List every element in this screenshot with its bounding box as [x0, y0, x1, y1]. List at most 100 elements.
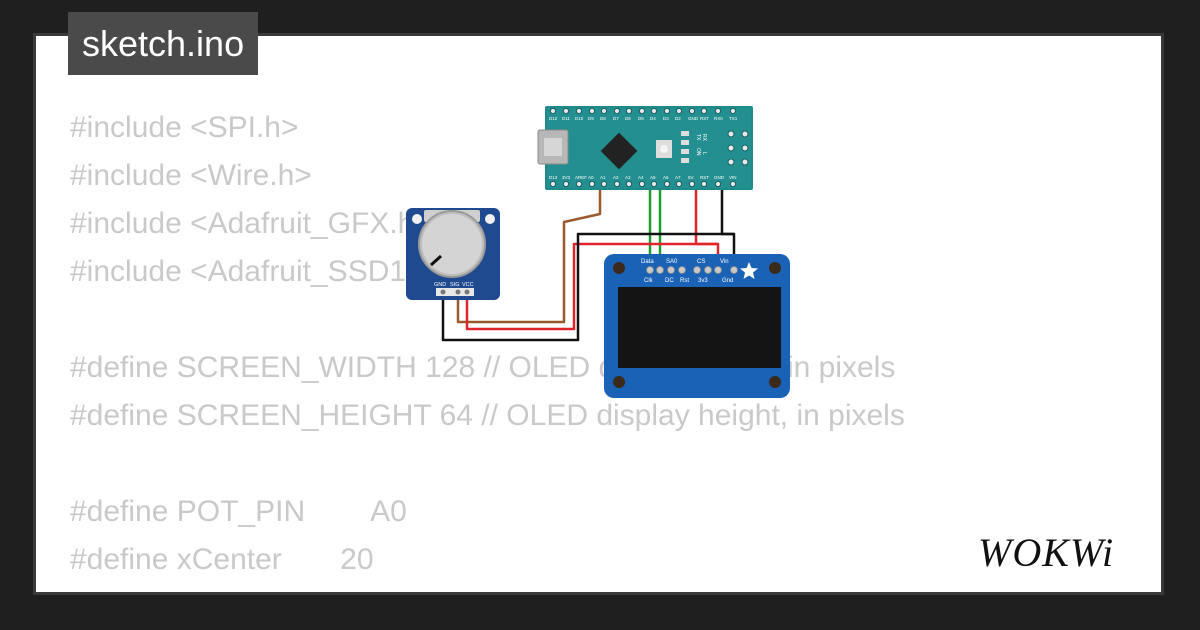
wire-red-vcc: [465, 242, 718, 331]
nano-pin-label: D8: [600, 116, 606, 121]
code-line: #define SCREEN_HEIGHT 64 // OLED display…: [70, 399, 905, 432]
oled-pin-label: CS: [697, 259, 705, 265]
oled-pin-label: Rst: [680, 278, 689, 284]
nano-pin-hole[interactable]: [600, 180, 608, 188]
nano-pin-label: D6: [625, 116, 631, 121]
nano-led-label: L: [701, 152, 707, 155]
nano-pin-label: GND: [688, 116, 699, 121]
nano-pin-label: A1: [600, 175, 606, 180]
code-line: #define yCenter 32: [70, 584, 905, 592]
code-line: #include <Adafruit_GFX.h>: [70, 207, 432, 240]
oled-pin-label: SA0: [666, 259, 678, 265]
nano-pin-label: D11: [562, 116, 570, 121]
nano-pin-label: GND: [714, 175, 725, 180]
nano-pin-label: D5: [638, 116, 644, 121]
nano-pin-label: A0: [588, 175, 594, 180]
nano-pin-label: D12: [549, 116, 558, 121]
code-line: #include <SPI.h>: [70, 111, 299, 144]
nano-pin-hole[interactable]: [625, 180, 633, 188]
pot-pin-label: VCC: [462, 282, 474, 288]
nano-pin-hole[interactable]: [549, 107, 557, 115]
oled-display[interactable]: Data SA0 CS Vin Clk DC Rst 3v3 Gnd: [604, 254, 790, 398]
nano-led-label: ON: [695, 148, 701, 156]
nano-bottom-pin-holes: [549, 180, 737, 188]
microcontroller-chip: [600, 132, 638, 170]
oled-pin-header: [646, 266, 738, 274]
oled-pin-label: Vin: [720, 259, 729, 265]
nano-pin-hole[interactable]: [714, 180, 722, 188]
file-name-tab: sketch.ino: [68, 12, 259, 75]
nano-pin-label: D7: [613, 116, 619, 121]
code-line: #include <Wire.h>: [70, 159, 312, 192]
nano-pin-hole[interactable]: [549, 180, 557, 188]
code-line: #define xCenter 20: [70, 543, 374, 576]
nano-pin-label: 5V: [688, 175, 694, 180]
nano-pin-hole[interactable]: [675, 107, 683, 115]
pot-pin-label: GND: [434, 282, 446, 288]
nano-pin-label: A2: [613, 175, 619, 180]
nano-pin-hole[interactable]: [650, 107, 658, 115]
nano-pin-label: A3: [625, 175, 631, 180]
nano-pin-label: RST: [700, 175, 709, 180]
nano-pin-label: TX1: [729, 116, 738, 121]
nano-led-label: TX: [695, 134, 701, 141]
wokwi-logo-text: WOKWi: [978, 530, 1114, 575]
nano-pin-hole[interactable]: [700, 107, 708, 115]
nano-pin-hole[interactable]: [588, 180, 596, 188]
knob-indicator: [429, 254, 443, 267]
nano-pin-hole[interactable]: [729, 107, 737, 115]
star-icon: [740, 262, 758, 279]
nano-pin-hole[interactable]: [600, 107, 608, 115]
nano-pin-label: AREF: [575, 175, 587, 180]
nano-pin-label: RX0: [714, 116, 723, 121]
nano-pin-hole[interactable]: [700, 180, 708, 188]
nano-pin-hole[interactable]: [729, 180, 737, 188]
nano-pin-label: A7: [675, 175, 681, 180]
oled-pin-label: 3v3: [698, 278, 708, 284]
nano-pin-label: VIN: [729, 175, 737, 180]
nano-pin-label: A4: [638, 175, 644, 180]
wokwi-logo[interactable]: WOKWi: [978, 530, 1114, 575]
nano-pin-hole[interactable]: [588, 107, 596, 115]
nano-pin-label: D4: [650, 116, 656, 121]
nano-pin-hole[interactable]: [675, 180, 683, 188]
nano-pin-label: D3: [663, 116, 669, 121]
oled-pin-label: DC: [665, 278, 674, 284]
nano-pin-label: A5: [650, 175, 656, 180]
nano-pin-label: D9: [588, 116, 594, 121]
nano-pin-hole[interactable]: [562, 107, 570, 115]
nano-pin-hole[interactable]: [625, 107, 633, 115]
icsp-header: [727, 130, 749, 166]
potentiometer[interactable]: GND SIG VCC: [406, 208, 500, 300]
code-line: #define POT_PIN A0: [70, 495, 407, 528]
oled-pin-label: Gnd: [722, 278, 733, 284]
nano-pin-label: A6: [663, 175, 669, 180]
pot-pin-label: SIG: [450, 282, 459, 288]
nano-pin-label: RST: [700, 116, 709, 121]
nano-pin-label: D2: [675, 116, 681, 121]
nano-pin-hole[interactable]: [613, 107, 621, 115]
code-preview: #include <SPI.h> #include <Wire.h> #includ…: [70, 104, 905, 592]
oled-pin-label: Clk: [644, 278, 654, 284]
nano-pin-hole[interactable]: [638, 180, 646, 188]
nano-pin-hole[interactable]: [714, 107, 722, 115]
nano-pin-hole[interactable]: [650, 180, 658, 188]
nano-pin-hole[interactable]: [613, 180, 621, 188]
nano-pin-hole[interactable]: [663, 107, 671, 115]
nano-pin-label: D10: [575, 116, 584, 121]
nano-pin-hole[interactable]: [663, 180, 671, 188]
nano-pin-hole[interactable]: [688, 107, 696, 115]
nano-pin-hole[interactable]: [575, 107, 583, 115]
nano-pin-hole[interactable]: [575, 180, 583, 188]
nano-top-pin-holes: [549, 107, 737, 115]
nano-pin-hole[interactable]: [688, 180, 696, 188]
nano-pin-hole[interactable]: [562, 180, 570, 188]
oled-pin-label: Data: [641, 259, 654, 265]
nano-pin-label: D13: [549, 175, 558, 180]
nano-pin-hole[interactable]: [638, 107, 646, 115]
nano-led-label: RX: [701, 134, 707, 142]
